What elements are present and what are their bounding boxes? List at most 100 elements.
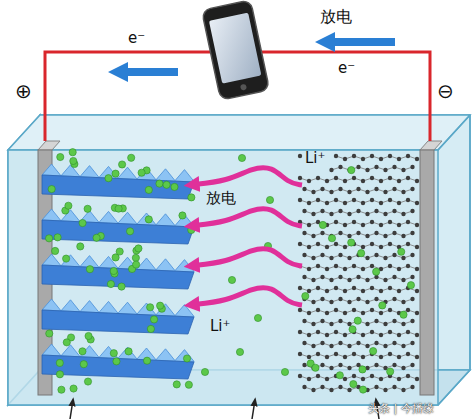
carbon-atom bbox=[352, 352, 356, 356]
carbon-atom bbox=[401, 366, 405, 370]
carbon-atom bbox=[401, 168, 405, 172]
lithium-ion bbox=[370, 347, 377, 354]
ion-flow-arrows bbox=[190, 168, 302, 305]
carbon-atom bbox=[361, 179, 365, 183]
carbon-atom bbox=[325, 179, 329, 183]
lithium-ion bbox=[52, 247, 59, 254]
carbon-atom bbox=[352, 220, 356, 224]
carbon-atom bbox=[415, 223, 419, 227]
carbon-atom bbox=[307, 311, 311, 315]
carbon-atom bbox=[370, 374, 374, 378]
carbon-atom bbox=[311, 322, 315, 326]
carbon-atom bbox=[329, 256, 333, 260]
lithium-ion bbox=[69, 149, 76, 156]
carbon-atom bbox=[316, 176, 320, 180]
electron-label: e⁻ bbox=[338, 60, 355, 77]
discharge-arrow bbox=[315, 32, 395, 52]
carbon-atom bbox=[329, 300, 333, 304]
lithium-ion bbox=[77, 243, 84, 250]
carbon-atom bbox=[406, 352, 410, 356]
lithium-ion bbox=[348, 167, 355, 174]
carbon-atom bbox=[334, 154, 338, 158]
ion-flow-arrow bbox=[190, 288, 302, 305]
carbon-atom bbox=[370, 264, 374, 268]
front-face bbox=[8, 150, 438, 405]
carbon-atom bbox=[392, 297, 396, 301]
lithium-ion bbox=[46, 330, 53, 337]
carbon-atom bbox=[347, 322, 351, 326]
carbon-atom bbox=[406, 220, 410, 224]
carbon-atom bbox=[388, 352, 392, 356]
carbon-atom bbox=[397, 355, 401, 359]
lithium-ion bbox=[350, 380, 357, 387]
carbon-atom bbox=[334, 264, 338, 268]
lithium-ion bbox=[133, 261, 140, 268]
lithium-ion bbox=[348, 239, 355, 246]
carbon-atom bbox=[361, 201, 365, 205]
lithium-ion bbox=[112, 170, 119, 177]
carbon-atom bbox=[338, 319, 342, 323]
carbon-atom bbox=[302, 385, 306, 389]
carbon-atom bbox=[406, 308, 410, 312]
carbon-atom bbox=[343, 223, 347, 227]
lithium-ion bbox=[132, 254, 139, 261]
phone-button bbox=[240, 84, 247, 91]
carbon-atom bbox=[392, 231, 396, 235]
crystal-layer bbox=[42, 355, 194, 379]
lithium-ion bbox=[147, 325, 154, 332]
carbon-atom bbox=[347, 190, 351, 194]
carbon-atom bbox=[302, 319, 306, 323]
carbon-atom bbox=[329, 322, 333, 326]
lithium-ion bbox=[156, 180, 163, 187]
lithium-ion bbox=[379, 302, 386, 309]
carbon-atom bbox=[334, 176, 338, 180]
carbon-atom bbox=[379, 311, 383, 315]
carbon-atom bbox=[388, 154, 392, 158]
carbon-atom bbox=[298, 308, 302, 312]
carbon-atom bbox=[307, 201, 311, 205]
carbon-atom bbox=[392, 341, 396, 345]
lithium-ion bbox=[110, 267, 117, 274]
carbon-atom bbox=[415, 311, 419, 315]
carbon-atom bbox=[338, 231, 342, 235]
carbon-atom bbox=[352, 176, 356, 180]
carbon-atom bbox=[401, 322, 405, 326]
carbon-atom bbox=[329, 344, 333, 348]
carbon-atom bbox=[356, 341, 360, 345]
ion-flow-arrow bbox=[190, 249, 302, 266]
carbon-atom bbox=[347, 366, 351, 370]
carbon-atom bbox=[334, 286, 338, 290]
lithium-ion bbox=[119, 161, 126, 168]
carbon-atom bbox=[388, 286, 392, 290]
carbon-atom bbox=[383, 234, 387, 238]
carbon-atom bbox=[343, 333, 347, 337]
carbon-atom bbox=[307, 267, 311, 271]
lithium-ion bbox=[93, 234, 100, 241]
carbon-atom bbox=[311, 256, 315, 260]
carbon-atom bbox=[320, 385, 324, 389]
electron-label: e⁻ bbox=[128, 30, 145, 47]
lithium-ion bbox=[58, 386, 65, 393]
carbon-atom bbox=[388, 308, 392, 312]
lithium-ion bbox=[171, 183, 178, 190]
lithium-ion bbox=[328, 235, 335, 242]
carbon-atom bbox=[338, 275, 342, 279]
carbon-atom bbox=[320, 341, 324, 345]
carbon-atom bbox=[347, 212, 351, 216]
carbon-atom bbox=[415, 179, 419, 183]
carbon-atom bbox=[410, 165, 414, 169]
carbon-atom bbox=[401, 278, 405, 282]
lithium-ion bbox=[336, 372, 343, 379]
carbon-atom bbox=[320, 253, 324, 257]
lithium-ion bbox=[238, 154, 245, 161]
positive-terminal: ⊕ bbox=[15, 80, 32, 103]
carbon-atom bbox=[374, 187, 378, 191]
carbon-atom bbox=[401, 190, 405, 194]
lithium-ion bbox=[183, 355, 190, 362]
carbon-atom bbox=[343, 311, 347, 315]
lithium-ion bbox=[86, 266, 93, 273]
carbon-atom bbox=[352, 308, 356, 312]
carbon-atom bbox=[365, 190, 369, 194]
carbon-atom bbox=[298, 198, 302, 202]
lithium-ion bbox=[56, 359, 63, 366]
